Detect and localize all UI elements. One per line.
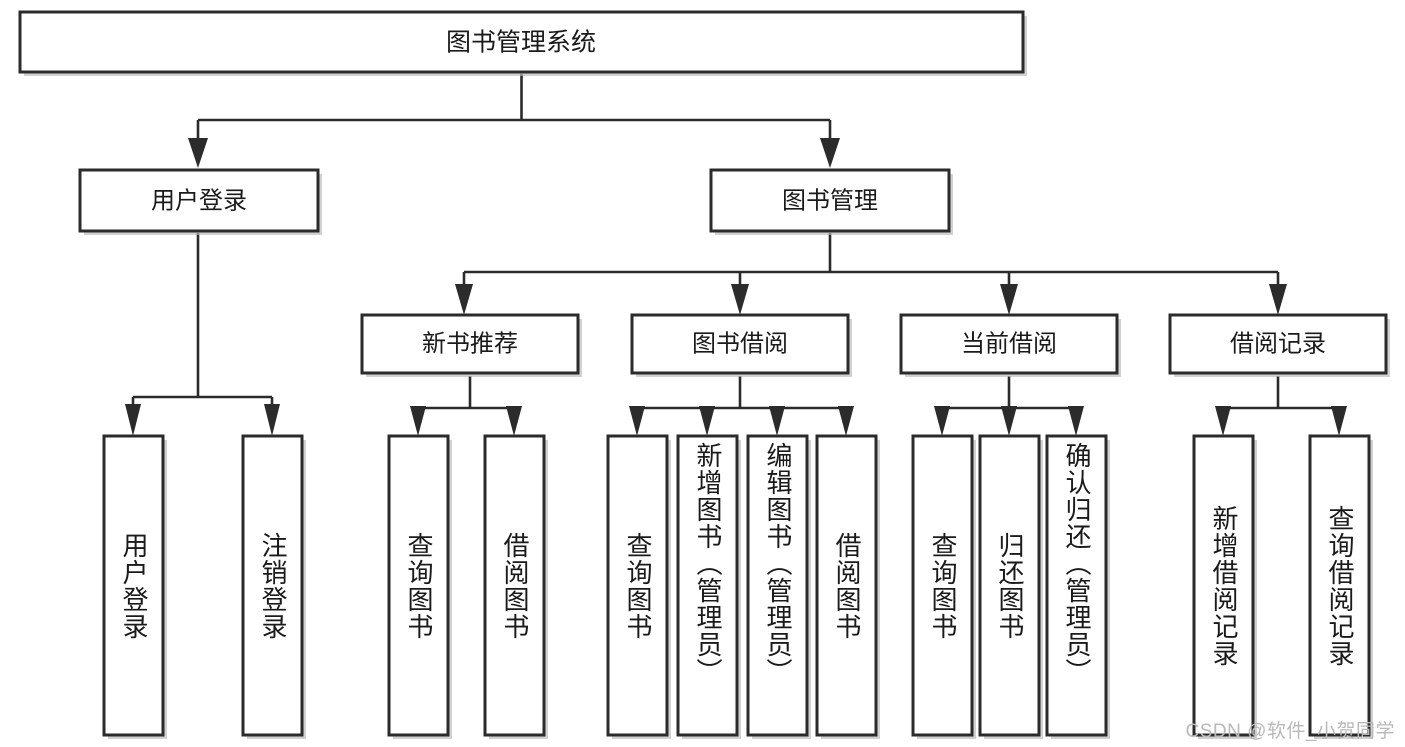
arrow-current-leaf-3 xyxy=(1068,406,1084,436)
leaf-box-6[interactable] xyxy=(746,434,809,737)
connector-group-user-login xyxy=(125,233,280,436)
node-book-management-box[interactable] xyxy=(709,168,951,233)
arrow-current-leaf-2 xyxy=(1001,406,1017,436)
node-borrow-record-label: 借阅记录 xyxy=(1230,330,1326,357)
node-root-label: 图书管理系统 xyxy=(446,29,596,57)
arrow-borrow-leaf-2 xyxy=(699,406,715,436)
leaf-box-11[interactable] xyxy=(1192,434,1255,737)
arrow-book-mgmt-to-new-book xyxy=(455,284,473,315)
leaf-box-3[interactable] xyxy=(483,434,546,737)
arrow-record-leaf-1 xyxy=(1215,406,1231,436)
node-new-book-recommend-box[interactable] xyxy=(360,313,580,375)
leaf-box-7[interactable] xyxy=(815,434,878,737)
leaf-box-12[interactable] xyxy=(1308,434,1371,737)
connector-group-record xyxy=(1215,376,1347,436)
node-user-login-box[interactable] xyxy=(78,168,320,233)
arrow-user-login-leaf-2 xyxy=(264,404,280,436)
arrow-new-book-leaf-1 xyxy=(410,406,426,436)
leaf-box-10[interactable] xyxy=(1045,434,1108,737)
arrow-borrow-leaf-4 xyxy=(838,406,854,436)
node-book-borrow-box[interactable] xyxy=(630,313,850,375)
node-current-borrow[interactable]: 当前借阅 xyxy=(899,313,1121,377)
node-root-box[interactable] xyxy=(18,10,1025,74)
leaf-box-8[interactable] xyxy=(911,434,974,737)
arrow-book-mgmt-to-current xyxy=(1000,284,1018,315)
leaf-boxes xyxy=(102,434,1373,739)
node-book-management[interactable]: 图书管理 xyxy=(709,168,953,235)
node-current-borrow-label: 当前借阅 xyxy=(961,330,1057,357)
node-book-borrow-label: 图书借阅 xyxy=(692,330,788,357)
node-borrow-record[interactable]: 借阅记录 xyxy=(1168,313,1390,377)
node-user-login[interactable]: 用户登录 xyxy=(78,168,322,235)
leaf-box-9[interactable] xyxy=(978,434,1041,737)
connector-group-book-mgmt xyxy=(455,233,1287,315)
node-new-book-recommend[interactable]: 新书推荐 xyxy=(360,313,582,377)
arrow-book-mgmt-to-record xyxy=(1269,284,1287,315)
node-borrow-record-box[interactable] xyxy=(1168,313,1388,375)
node-user-login-label: 用户登录 xyxy=(151,187,247,214)
leaf-box-0[interactable] xyxy=(102,434,165,737)
connector-group-current-borrow xyxy=(934,376,1084,436)
arrow-book-mgmt-to-borrow xyxy=(731,284,749,315)
connector-group-borrow xyxy=(629,376,854,436)
leaf-box-2[interactable] xyxy=(387,434,450,737)
connector-group-root xyxy=(188,74,840,168)
leaf-box-1[interactable] xyxy=(241,434,304,737)
watermark-text: CSDN @软件_小贺同学 xyxy=(1185,721,1395,742)
arrow-new-book-leaf-2 xyxy=(506,406,522,436)
node-new-book-recommend-label: 新书推荐 xyxy=(422,330,518,357)
arrow-root-to-user-login xyxy=(188,138,208,168)
node-book-borrow[interactable]: 图书借阅 xyxy=(630,313,852,377)
leaf-box-5[interactable] xyxy=(676,434,739,737)
arrow-borrow-leaf-3 xyxy=(769,406,785,436)
arrow-root-to-book-mgmt xyxy=(820,138,840,168)
leaf-box-4[interactable] xyxy=(606,434,669,737)
arrow-current-leaf-1 xyxy=(934,406,950,436)
node-current-borrow-box[interactable] xyxy=(899,313,1119,375)
node-root[interactable]: 图书管理系统 xyxy=(18,10,1027,76)
node-book-management-label: 图书管理 xyxy=(782,187,878,214)
arrow-record-leaf-2 xyxy=(1331,406,1347,436)
arrow-user-login-leaf-1 xyxy=(125,404,141,436)
connector-group-new-book xyxy=(410,376,522,436)
arrow-borrow-leaf-1 xyxy=(629,406,645,436)
